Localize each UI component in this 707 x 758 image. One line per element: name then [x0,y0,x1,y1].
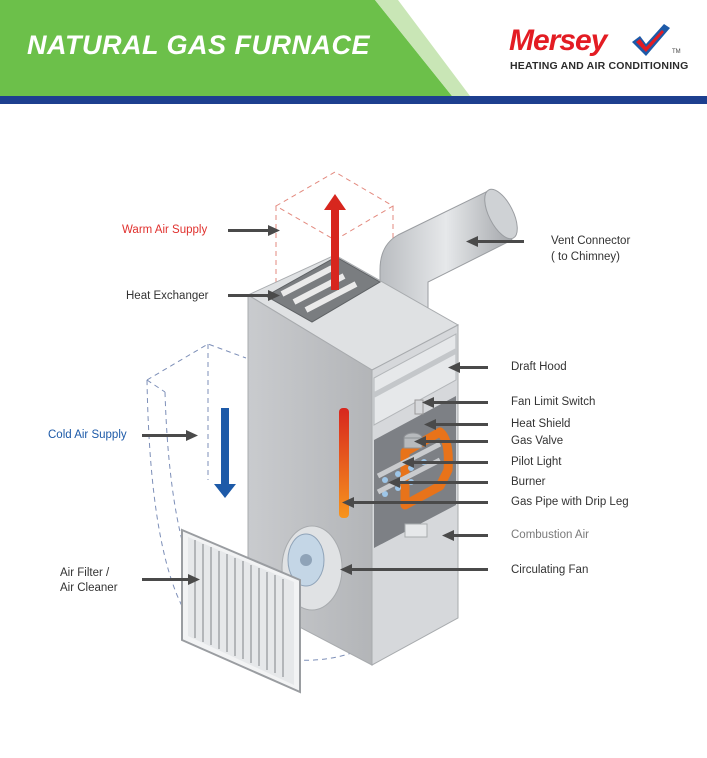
label-cold-air-supply: Cold Air Supply [48,428,127,443]
label-fan-limit-switch: Fan Limit Switch [511,395,595,410]
label-air-filter-line2: Air Cleaner [60,581,118,596]
arrow-cold-air-supply [142,430,198,441]
cold-air-arrow-icon [214,408,236,498]
label-draft-hood: Draft Hood [511,360,567,375]
label-combustion-air: Combustion Air [511,528,589,543]
label-heat-shield: Heat Shield [511,417,570,432]
label-gas-valve: Gas Valve [511,434,563,449]
label-gas-pipe: Gas Pipe with Drip Leg [511,495,629,510]
label-burner: Burner [511,475,546,490]
label-vent-connector-line1: Vent Connector [551,234,630,249]
label-heat-exchanger: Heat Exchanger [126,289,208,304]
arrow-warm-air-supply [228,225,280,236]
label-air-filter-line1: Air Filter / [60,566,109,581]
label-circulating-fan: Circulating Fan [511,563,588,578]
label-vent-connector-line2: ( to Chimney) [551,250,620,265]
arrow-air-filter [142,574,200,585]
label-pilot-light: Pilot Light [511,455,562,470]
label-warm-air-supply: Warm Air Supply [122,223,207,238]
